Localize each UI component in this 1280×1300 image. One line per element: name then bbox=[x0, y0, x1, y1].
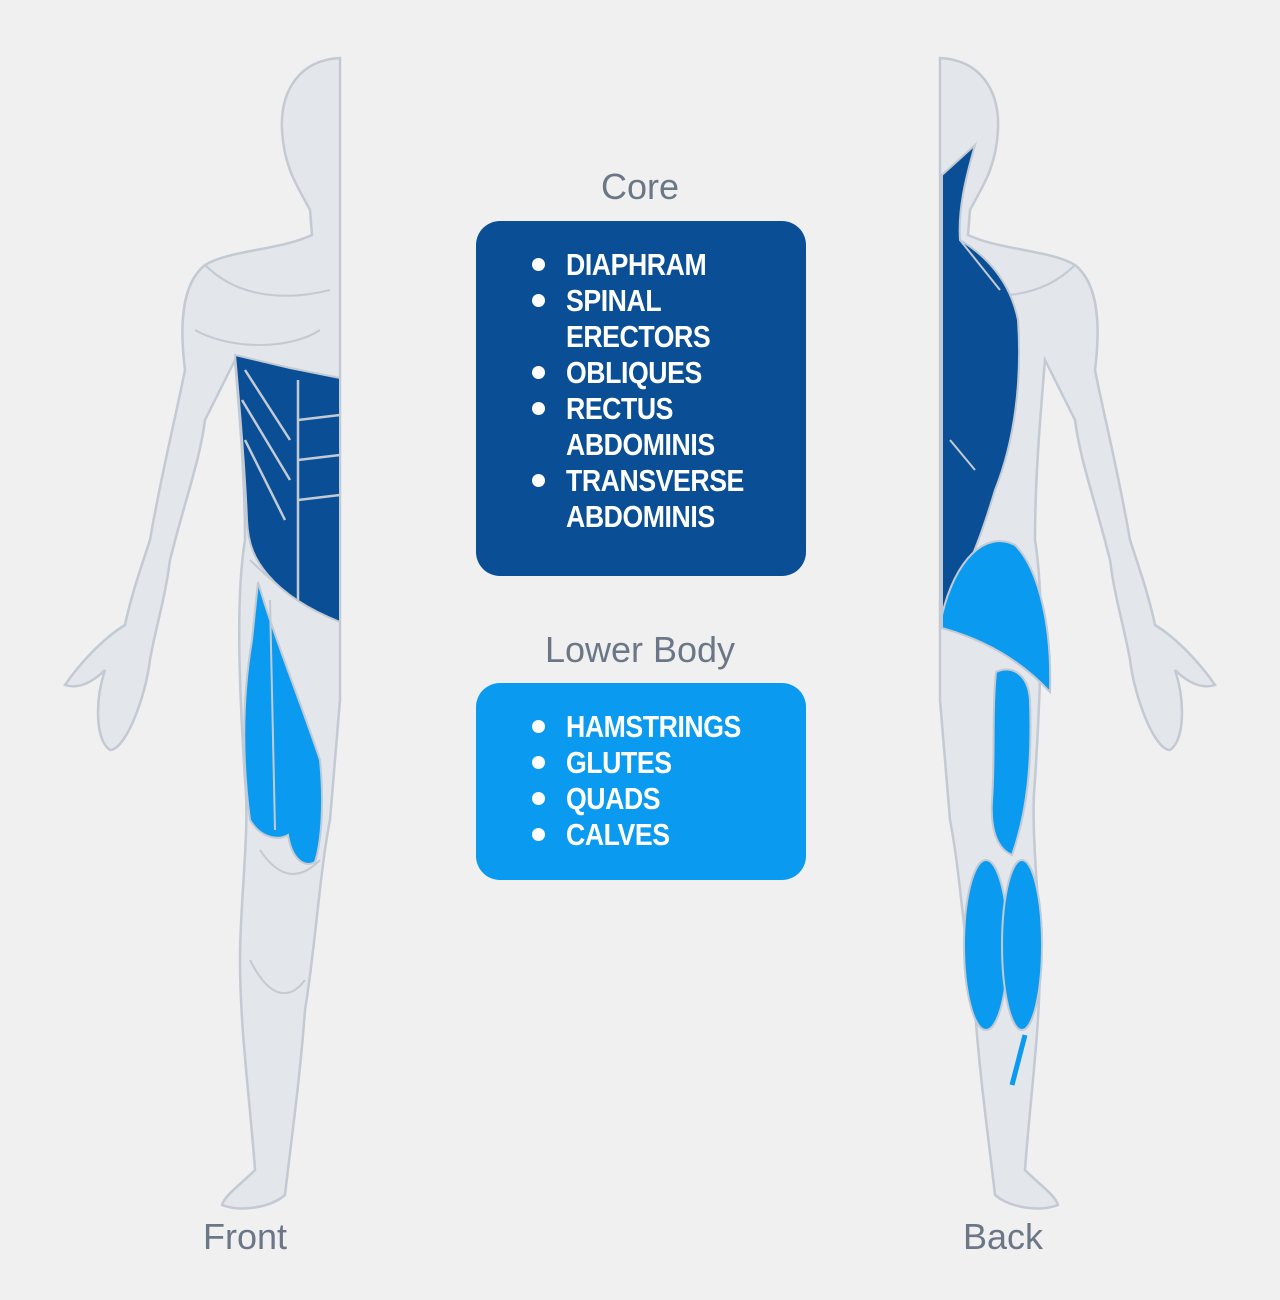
core-list: DIAPHRAM SPINAL ERECTORS OBLIQUES RECTUS… bbox=[476, 247, 806, 535]
glutes-back bbox=[941, 540, 1052, 695]
list-item: RECTUS ABDOMINIS bbox=[532, 391, 736, 463]
core-box: DIAPHRAM SPINAL ERECTORS OBLIQUES RECTUS… bbox=[476, 221, 806, 576]
list-item: GLUTES bbox=[532, 745, 806, 781]
lower-body-title: Lower Body bbox=[544, 629, 736, 670]
back-label: Back bbox=[962, 1216, 1044, 1257]
lower-body-list: HAMSTRINGS GLUTES QUADS CALVES bbox=[476, 709, 806, 853]
list-item: TRANSVERSE ABDOMINIS bbox=[532, 463, 766, 535]
back-figure bbox=[938, 56, 1217, 1210]
core-title: Core bbox=[600, 166, 680, 207]
list-item: CALVES bbox=[532, 817, 806, 853]
quads-front bbox=[243, 581, 324, 865]
list-item: DIAPHRAM bbox=[532, 247, 806, 283]
calf-outer bbox=[1001, 859, 1043, 1031]
front-figure bbox=[63, 56, 342, 1210]
list-item: OBLIQUES bbox=[532, 355, 806, 391]
list-item: QUADS bbox=[532, 781, 806, 817]
hamstrings-back bbox=[990, 668, 1032, 857]
list-item: HAMSTRINGS bbox=[532, 709, 806, 745]
core-muscles-front bbox=[233, 353, 341, 624]
front-label: Front bbox=[202, 1216, 288, 1257]
lower-body-box: HAMSTRINGS GLUTES QUADS CALVES bbox=[476, 683, 806, 880]
core-muscles-back bbox=[941, 141, 1021, 613]
list-item: SPINAL ERECTORS bbox=[532, 283, 736, 355]
